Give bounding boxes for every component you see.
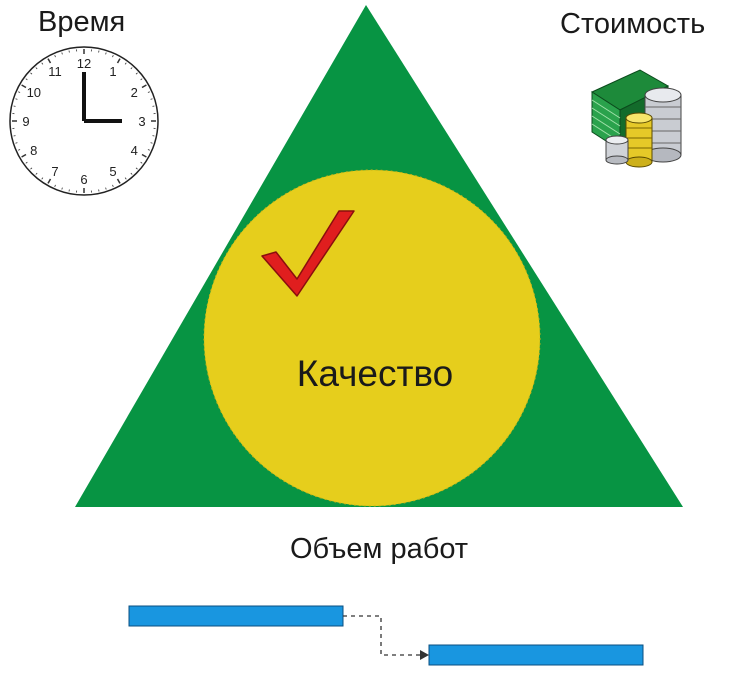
clock-tick (135, 167, 138, 170)
clock-tick (150, 98, 153, 100)
gantt-dependency-arrow (343, 615, 420, 656)
clock-tick (35, 172, 38, 175)
clock-tick (105, 187, 107, 190)
checkmark-icon (261, 210, 355, 297)
clock-tick (18, 91, 21, 93)
clock-tick (147, 91, 150, 93)
clock-tick (130, 172, 133, 175)
clock-tick (150, 142, 153, 144)
clock-numeral: 1 (109, 64, 116, 79)
clock-tick (41, 177, 44, 180)
clock-tick (124, 62, 127, 65)
clock-tick (141, 84, 147, 89)
clock-tick (41, 62, 44, 65)
gantt-chart (128, 605, 644, 666)
clock-tick (124, 177, 127, 180)
gantt-bar-task-1 (128, 605, 344, 627)
clock-tick (140, 78, 143, 81)
clock-tick (21, 153, 27, 158)
arrowhead-icon (420, 650, 429, 660)
clock-tick (61, 52, 63, 55)
quality-circle (203, 169, 541, 507)
clock-tick (112, 55, 114, 58)
clock-tick (30, 72, 33, 75)
clock-tick (135, 72, 138, 75)
clock-tick (147, 149, 150, 151)
clock-tick (35, 67, 38, 70)
clock-tick (18, 149, 21, 151)
money-stack-icon (590, 69, 682, 168)
clock-numeral: 12 (77, 56, 91, 71)
clock-tick (25, 78, 28, 81)
clock-numeral: 2 (131, 85, 138, 100)
clock-numeral: 3 (138, 114, 145, 129)
clock-numeral: 8 (30, 143, 37, 158)
clock-tick (30, 167, 33, 170)
clock-tick (25, 161, 28, 164)
clock-numeral: 10 (27, 85, 41, 100)
clock-tick (130, 67, 133, 70)
clock-numeral: 5 (109, 164, 116, 179)
clock-numeral: 7 (51, 164, 58, 179)
clock-tick (61, 187, 63, 190)
clock-tick (47, 178, 52, 184)
gantt-bar-task-2 (428, 644, 644, 666)
clock-tick (141, 153, 147, 158)
clock-tick (54, 184, 56, 187)
clock-tick (140, 161, 143, 164)
clock-tick (112, 184, 114, 187)
quality-label: Качество (296, 353, 454, 394)
clock-numeral: 11 (48, 64, 62, 79)
cost-label: Стоимость (560, 8, 706, 40)
clock-tick (116, 178, 121, 184)
clock-numeral: 6 (80, 172, 87, 187)
clock-numeral: 9 (22, 114, 29, 129)
clock-tick (47, 58, 52, 64)
time-label: Время (38, 6, 126, 38)
clock-tick (21, 84, 27, 89)
clock-tick (105, 52, 107, 55)
clock-tick (116, 58, 121, 64)
clock-tick (54, 55, 56, 58)
clock-tick (15, 98, 18, 100)
clock-numeral: 4 (131, 143, 138, 158)
scope-label: Объем работ (290, 533, 469, 565)
clock-tick (15, 142, 18, 144)
